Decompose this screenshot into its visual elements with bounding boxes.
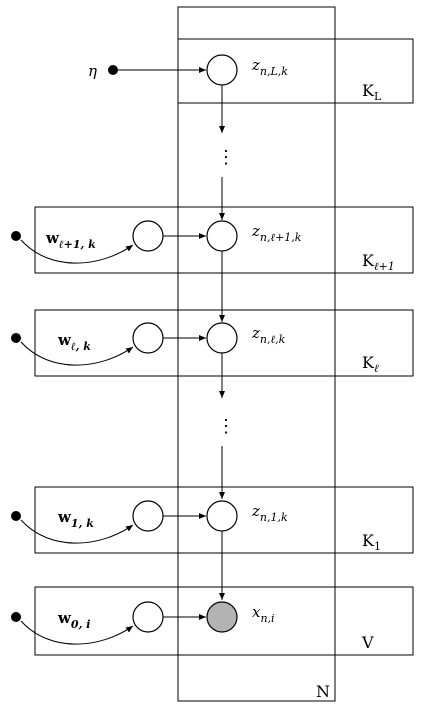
dot-w-l [11,333,21,343]
plate-label-V: V [361,633,374,652]
node-x-observed [206,601,238,633]
label-z-l: zn,ℓ,k [251,324,286,346]
plate-label-K-l-plus-1: Kℓ+1 [362,251,395,273]
plate-K-l [34,309,414,377]
plate-N [177,6,336,702]
label-x: xn,i [252,603,275,625]
plate-K-L [177,38,414,104]
label-w-0: w0, i [57,609,90,631]
node-w-1 [132,500,164,532]
edge-dot-to-w-0 [20,620,134,645]
dot-w-0 [11,612,21,622]
label-w-l: wℓ, k [57,331,91,353]
node-z-1 [206,500,238,532]
plate-label-N: N [316,682,330,701]
dot-w-1 [11,511,21,521]
node-w-l-plus-1 [132,220,164,252]
plate-label-K-1: K1 [362,531,381,553]
node-z-l [206,322,238,354]
ellipsis-bottom: ⋮ [217,416,235,437]
node-w-0 [132,601,164,633]
node-z-L [206,54,238,86]
plate-K-1 [34,486,414,554]
dot-w-l-plus-1 [11,231,21,241]
label-z-1: zn,1,k [251,502,288,524]
label-w-l-plus-1: wℓ+1, k [45,229,96,251]
plate-K-l-plus-1 [34,206,414,274]
node-w-l [132,322,164,354]
ellipsis-top: ⋮ [217,147,235,168]
label-z-l-plus-1: zn,ℓ+1,k [251,222,302,244]
plate-label-K-l: Kℓ [362,353,379,375]
plate-label-K-L: KL [362,81,382,103]
eta-label: η [88,62,97,80]
edge-dot-to-w-l-plus-1 [20,239,134,264]
label-z-L: zn,L,k [251,56,288,78]
edge-dot-to-w-l [20,341,134,366]
label-w-1: w1, k [57,508,94,530]
eta-dot [108,65,118,75]
plate-V [34,586,414,656]
edge-dot-to-w-1 [20,519,134,544]
node-z-l-plus-1 [206,220,238,252]
